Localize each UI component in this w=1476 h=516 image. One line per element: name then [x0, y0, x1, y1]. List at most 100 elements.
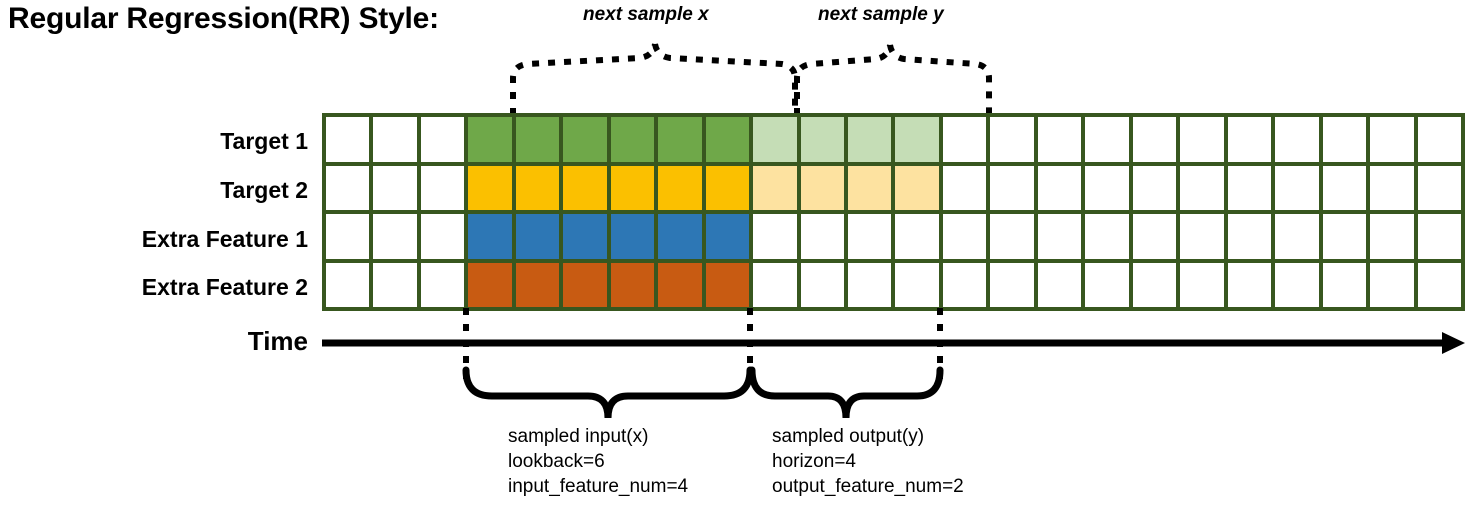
- grid-cell-r0-c9: [753, 117, 797, 162]
- grid-cell-r1-c6: [610, 165, 655, 210]
- grid-cell-r2-c22: [1370, 214, 1414, 259]
- grid-cell-r1-c8: [705, 165, 750, 210]
- grid-cell-r3-c1: [373, 262, 417, 307]
- grid-cell-r1-c10: [800, 165, 845, 210]
- grid-cell-r0-c12: [895, 117, 939, 162]
- grid-cell-r1-c3: [468, 165, 512, 210]
- annotation-output-line3: output_feature_num=2: [772, 476, 964, 497]
- grid-cell-r0-c0: [326, 117, 370, 162]
- grid-cell-r3-c13: [942, 262, 987, 307]
- grid-cell-r1-c0: [326, 165, 370, 210]
- grid-cell-r2-c0: [326, 214, 370, 259]
- grid-cell-r0-c4: [515, 117, 560, 162]
- grid-cell-r1-c14: [990, 165, 1034, 210]
- grid-cell-r2-c2: [420, 214, 465, 259]
- grid-cell-r2-c13: [942, 214, 987, 259]
- top-dotted-braces: [510, 43, 992, 115]
- grid-cell-r2-c15: [1037, 214, 1082, 259]
- annotation-output-line1: sampled output(y): [772, 426, 925, 447]
- grid-cell-r3-c2: [420, 262, 465, 307]
- grid-cell-r2-c10: [800, 214, 845, 259]
- grid-cell-r0-c5: [563, 117, 607, 162]
- grid-cell-r0-c11: [848, 117, 892, 162]
- grid-cell-r0-c23: [1417, 117, 1461, 162]
- grid-cell-r1-c19: [1227, 165, 1272, 210]
- grid-cell-r2-c5: [563, 214, 607, 259]
- grid-cell-r1-c18: [1180, 165, 1224, 210]
- grid-cell-r3-c11: [848, 262, 892, 307]
- grid-cell-r3-c21: [1322, 262, 1367, 307]
- grid-cell-r2-c12: [895, 214, 939, 259]
- grid-cell-r2-c3: [468, 214, 512, 259]
- grid-cell-r1-c7: [658, 165, 702, 210]
- annotation-input-line3: input_feature_num=4: [508, 476, 689, 497]
- grid-cell-r1-c20: [1275, 165, 1319, 210]
- grid-cell-r1-c11: [848, 165, 892, 210]
- grid-cell-r3-c6: [610, 262, 655, 307]
- grid-cell-r2-c4: [515, 214, 560, 259]
- grid-cell-r2-c17: [1132, 214, 1177, 259]
- grid-cell-r0-c8: [705, 117, 750, 162]
- grid-cell-r2-c6: [610, 214, 655, 259]
- grid-cell-r2-c23: [1417, 214, 1461, 259]
- grid-cell-r3-c14: [990, 262, 1034, 307]
- row-label-extra-feature-1: Extra Feature 1: [141, 226, 308, 252]
- grid-cell-r3-c7: [658, 262, 702, 307]
- grid-cell-r3-c12: [895, 262, 939, 307]
- grid-cell-r1-c9: [753, 165, 797, 210]
- grid-cell-r1-c4: [515, 165, 560, 210]
- grid-cell-r0-c7: [658, 117, 702, 162]
- grid-cell-r3-c23: [1417, 262, 1461, 307]
- grid-cell-r1-c5: [563, 165, 607, 210]
- time-axis-label: Time: [247, 326, 308, 356]
- grid-cell-r0-c3: [468, 117, 512, 162]
- row-label-extra-feature-2: Extra Feature 2: [141, 274, 308, 300]
- time-axis-arrow: [322, 332, 1465, 354]
- annotation-next-sample-y: next sample y: [818, 4, 944, 25]
- grid-cell-r0-c20: [1275, 117, 1319, 162]
- grid-cell-r3-c15: [1037, 262, 1082, 307]
- grid-cell-r0-c1: [373, 117, 417, 162]
- grid-cell-r1-c16: [1085, 165, 1129, 210]
- grid-cell-r3-c4: [515, 262, 560, 307]
- grid-cell-r2-c7: [658, 214, 702, 259]
- annotation-output-line2: horizon=4: [772, 451, 856, 472]
- grid-cell-r0-c10: [800, 117, 845, 162]
- grid-cell-r0-c2: [420, 117, 465, 162]
- grid-cell-r2-c19: [1227, 214, 1272, 259]
- grid-cell-r0-c15: [1037, 117, 1082, 162]
- grid-cell-r0-c18: [1180, 117, 1224, 162]
- grid-cell-r0-c6: [610, 117, 655, 162]
- grid-cell-r3-c0: [326, 262, 370, 307]
- grid-cell-r0-c17: [1132, 117, 1177, 162]
- grid-cell-r0-c19: [1227, 117, 1272, 162]
- grid-cell-r2-c18: [1180, 214, 1224, 259]
- grid-cell-r1-c1: [373, 165, 417, 210]
- grid-cell-r3-c22: [1370, 262, 1414, 307]
- grid-cell-r1-c13: [942, 165, 987, 210]
- grid-cell-r0-c22: [1370, 117, 1414, 162]
- annotation-sampled-output: sampled output(y) horizon=4 output_featu…: [772, 424, 964, 499]
- grid-cell-r2-c21: [1322, 214, 1367, 259]
- grid-cell-r2-c8: [705, 214, 750, 259]
- grid-cell-r0-c14: [990, 117, 1034, 162]
- grid-cell-r1-c21: [1322, 165, 1367, 210]
- grid-cell-r2-c1: [373, 214, 417, 259]
- grid-cell-r3-c20: [1275, 262, 1319, 307]
- grid-cell-r3-c5: [563, 262, 607, 307]
- grid-cell-r1-c12: [895, 165, 939, 210]
- grid-cell-r3-c9: [753, 262, 797, 307]
- annotation-input-line2: lookback=6: [508, 451, 605, 472]
- grid-cell-r3-c19: [1227, 262, 1272, 307]
- grid-cell-r3-c8: [705, 262, 750, 307]
- grid-cell-r1-c2: [420, 165, 465, 210]
- grid-cell-r2-c16: [1085, 214, 1129, 259]
- annotation-input-line1: sampled input(x): [508, 426, 649, 447]
- grid-cell-r3-c3: [468, 262, 512, 307]
- grid-cell-r1-c23: [1417, 165, 1461, 210]
- grid-cell-r0-c16: [1085, 117, 1129, 162]
- grid-cell-r0-c13: [942, 117, 987, 162]
- timeseries-grid: [322, 113, 1465, 311]
- bottom-curly-braces: [462, 366, 944, 419]
- grid-cell-r2-c14: [990, 214, 1034, 259]
